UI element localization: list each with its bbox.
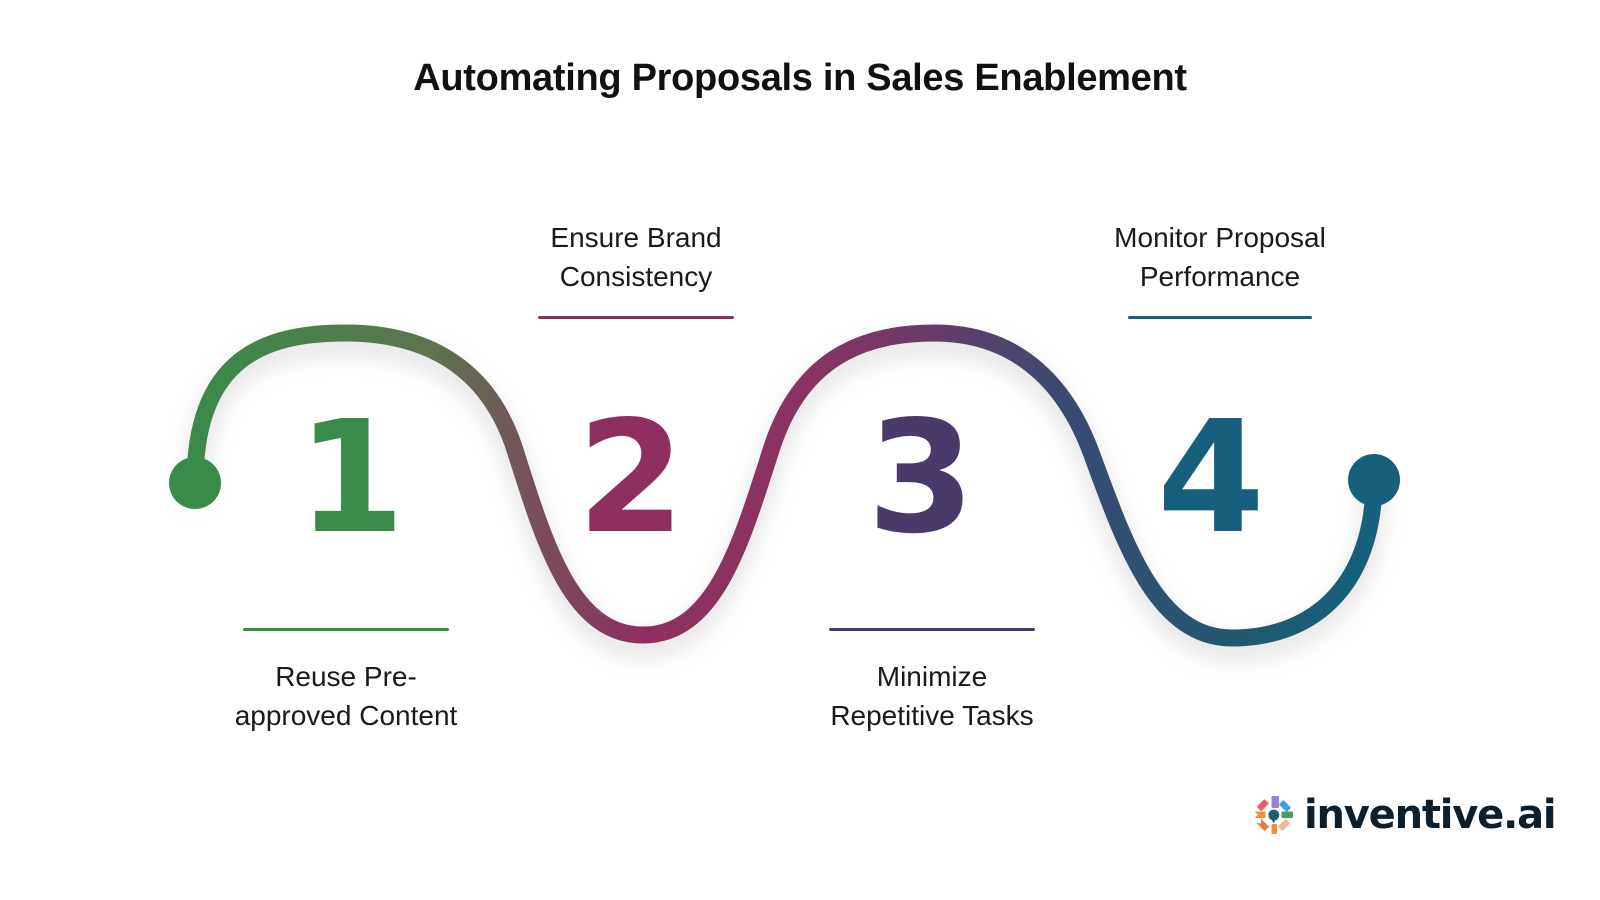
- curve-end-dot: [1348, 454, 1400, 506]
- callout-label-step-3: Minimize Repetitive Tasks: [830, 661, 1034, 731]
- logo-wordmark: inventive.ai: [1304, 792, 1557, 838]
- callout-rule-step-1: [243, 628, 449, 631]
- callout-rule-step-3: [829, 628, 1035, 631]
- curve-start-dot: [169, 457, 221, 509]
- brand-logo[interactable]: inventive.ai: [1252, 792, 1557, 838]
- page-title: Automating Proposals in Sales Enablement: [413, 57, 1187, 99]
- callout-step-2: Ensure Brand Consistency: [486, 218, 786, 319]
- callout-step-3: Minimize Repetitive Tasks: [782, 628, 1082, 735]
- callout-step-4: Monitor Proposal Performance: [1070, 218, 1370, 319]
- callout-rule-step-2: [538, 316, 734, 319]
- callout-label-step-2: Ensure Brand Consistency: [550, 222, 722, 292]
- callout-label-step-4: Monitor Proposal Performance: [1114, 222, 1326, 292]
- step-number-4: 4: [1157, 387, 1265, 568]
- callout-step-1: Reuse Pre- approved Content: [196, 628, 496, 735]
- step-number-3: 3: [867, 387, 975, 568]
- step-number-2: 2: [577, 387, 685, 568]
- serpentine-path: [186, 324, 1383, 647]
- step-number-1: 1: [297, 387, 405, 568]
- inventive-starburst-icon: [1254, 796, 1293, 834]
- callout-label-step-1: Reuse Pre- approved Content: [234, 661, 458, 731]
- callout-rule-step-4: [1128, 316, 1312, 319]
